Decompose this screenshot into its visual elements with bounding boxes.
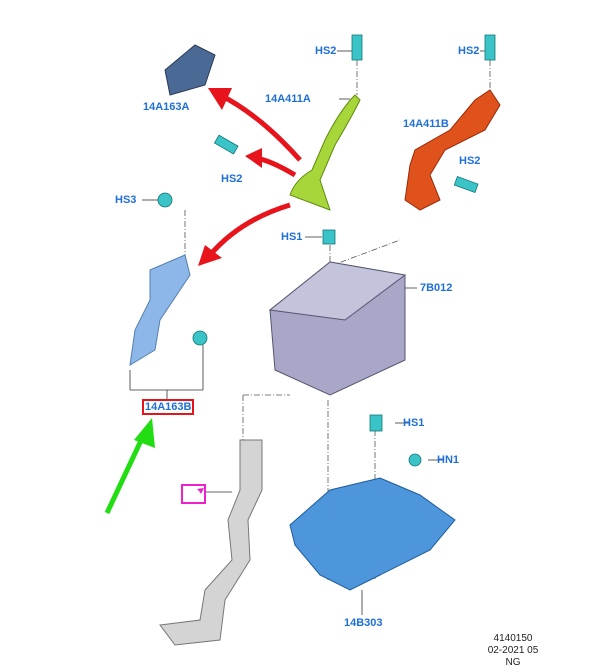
label-hs2: HS2	[315, 45, 337, 57]
nut-hn1	[408, 453, 422, 467]
figure-footer: 4140150 02-2021 05 NG	[478, 633, 548, 668]
tray-14b303	[289, 477, 456, 591]
nut-hs3	[192, 330, 208, 346]
red-arrows	[198, 88, 302, 266]
label-7b012: 7B012	[420, 282, 453, 294]
label-hs1: HS1	[403, 417, 425, 429]
label-hs1: HS1	[281, 231, 303, 243]
label-14a411a: 14A411A	[265, 93, 311, 105]
bolt-hs2	[484, 34, 496, 61]
date-code: 02-2021 05	[487, 645, 539, 656]
bolt-hs1	[369, 414, 383, 432]
tube-14a411a	[289, 94, 361, 211]
label-hs2: HS2	[458, 45, 480, 57]
hose-assembly	[159, 439, 263, 646]
bracket-14a163a	[164, 44, 216, 96]
label-hs3: HS3	[115, 194, 137, 206]
footer-suffix: NG	[505, 657, 521, 668]
callout-icon	[181, 484, 206, 504]
bracket-14a163b	[129, 254, 191, 366]
label-14a411b: 14A411B	[403, 118, 449, 130]
bolt-hs1	[322, 229, 336, 245]
green-arrow	[104, 418, 155, 515]
label-14a163a: 14A163A	[143, 101, 190, 113]
nut-hs3	[157, 192, 173, 208]
tube-14a411b	[404, 89, 501, 211]
bolt-hs2	[453, 176, 479, 194]
label-14a163b-highlighted: 14A163B	[141, 399, 195, 415]
bolt-hs2	[213, 134, 239, 155]
label-hs2: HS2	[221, 173, 243, 185]
figure-number: 4140150	[493, 633, 533, 644]
label-hs2: HS2	[459, 155, 481, 167]
label-14b303: 14B303	[344, 617, 383, 629]
bolt-hs2	[351, 34, 363, 61]
label-hn1: HN1	[437, 454, 460, 466]
